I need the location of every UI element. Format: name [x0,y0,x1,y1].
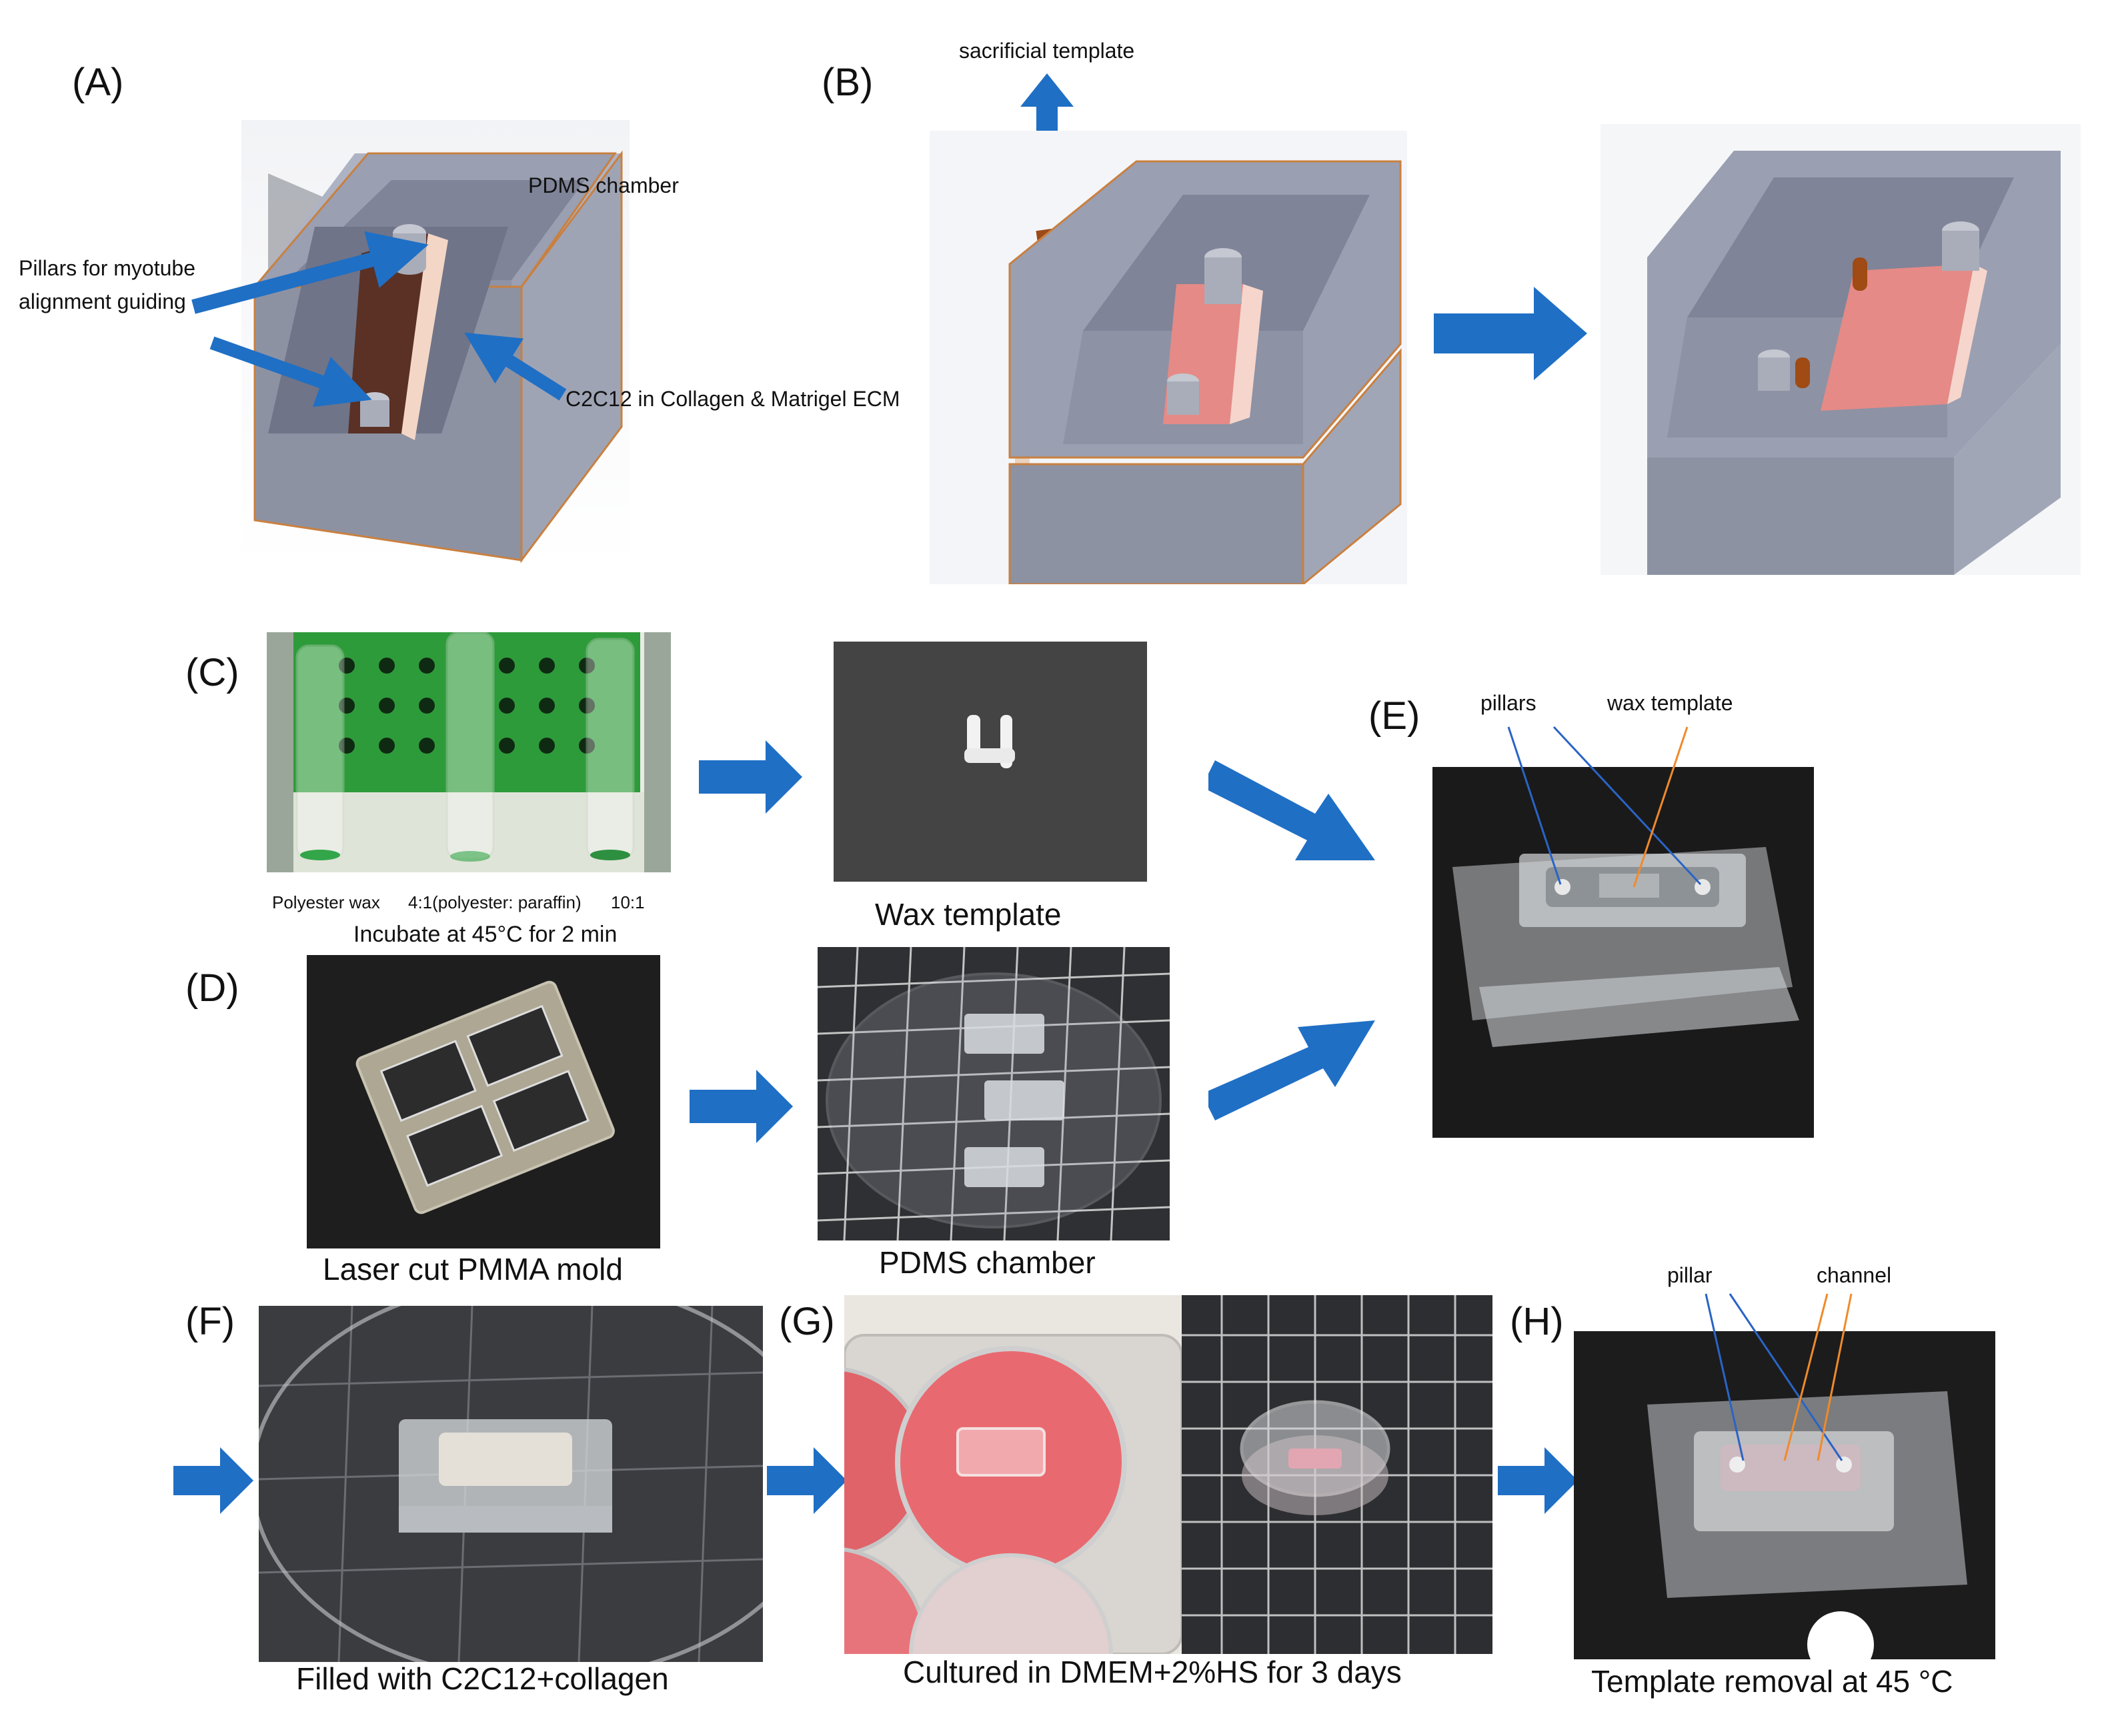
sacrificial-template-label: sacrificial template [959,39,1135,63]
panel-h-photo [1574,1331,1995,1659]
pmma-mold-photo [307,955,660,1248]
arrow-c-to-wax [699,740,802,814]
panel-f-photo [259,1306,763,1662]
panel-g-caption: Cultured in DMEM+2%HS for 3 days [903,1655,1402,1689]
pdms-chamber-photo [818,947,1170,1240]
panel-label-h: (H) [1510,1300,1564,1343]
panel-label-a: (A) [72,61,124,104]
panel-b-render-left [930,131,1407,584]
panel-b-right-arrow [1434,287,1587,380]
vial-label-2: 4:1(polyester: paraffin) [408,892,582,912]
arrow-f-to-g [767,1447,847,1514]
panel-f-caption: Filled with C2C12+collagen [296,1661,669,1696]
panel-label-c: (C) [185,651,239,694]
arrow-g-to-h [1498,1447,1578,1514]
wax-template-photo [834,642,1147,882]
pillar-label-h: pillar [1667,1263,1713,1287]
panel-e-photo [1432,767,1814,1138]
arrow-d-to-chamber [690,1070,793,1143]
panel-label-d: (D) [185,966,239,1010]
channel-label-h: channel [1817,1263,1892,1287]
arrow-into-f [173,1447,253,1514]
panel-b-render-right [1601,124,2081,575]
panel-h-caption: Template removal at 45 °C [1591,1664,1953,1699]
incubate-caption: Incubate at 45°C for 2 min [353,922,618,947]
pdms-chamber-label-a: PDMS chamber [528,173,679,197]
panel-label-g: (G) [779,1300,835,1343]
panel-g-photo-right [1182,1295,1492,1654]
wax-template-label-e: wax template [1607,691,1733,715]
wax-template-caption: Wax template [875,897,1062,932]
pillars-label-line1: Pillars for myotube [19,256,195,280]
vial-label-1: Polyester wax [272,892,380,912]
pdms-chamber-caption: PDMS chamber [879,1245,1096,1280]
panel-label-b: (B) [822,61,874,104]
cells-label: C2C12 in Collagen & Matrigel ECM [566,387,900,411]
arrow-c-to-e [1208,760,1375,860]
panel-c-vials-photo [267,632,671,872]
pmma-mold-caption: Laser cut PMMA mold [323,1252,623,1286]
panel-g-photo-left [844,1295,1182,1654]
pillars-label-line2: alignment guiding [19,289,186,313]
vial-label-3: 10:1 [611,892,645,912]
arrow-d-to-e [1208,1020,1375,1120]
pillars-label-e: pillars [1480,691,1536,715]
panel-label-f: (F) [185,1300,235,1343]
panel-label-e: (E) [1368,694,1420,738]
